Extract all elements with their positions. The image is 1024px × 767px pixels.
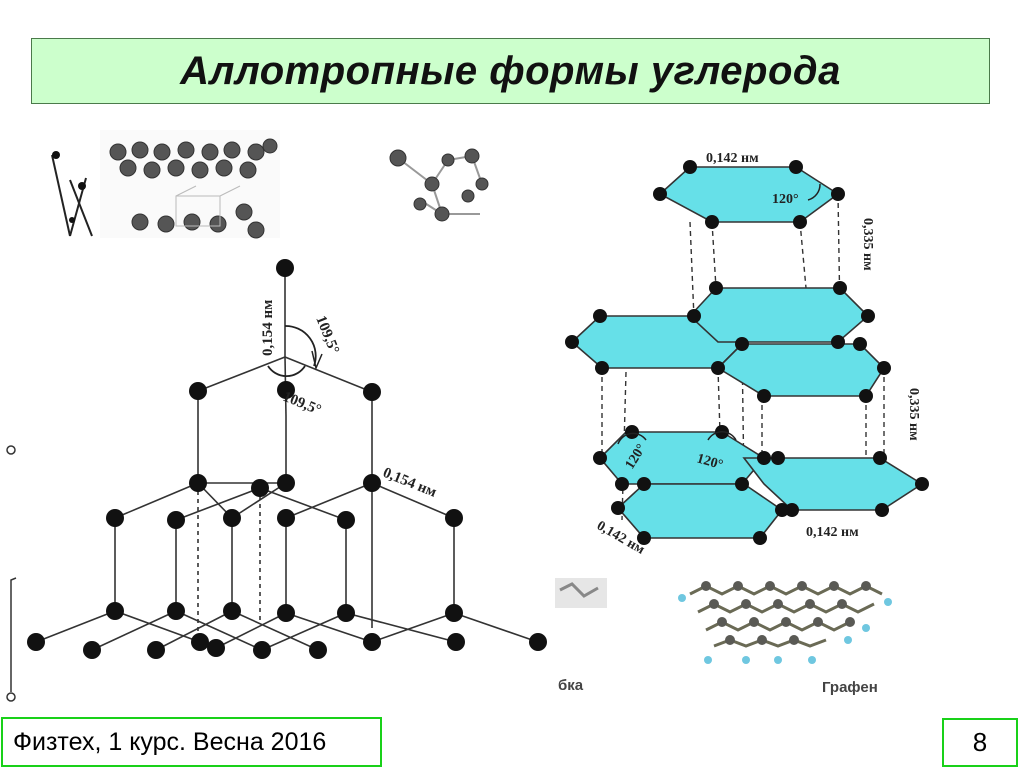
graphite-angle-top: 120° — [772, 192, 799, 207]
graphite-angle-mid: 120° — [695, 451, 725, 473]
graphite-bond-length-bottom-right: 0,142 нм — [806, 525, 859, 540]
nanotube-caption: бка — [558, 677, 584, 694]
graphite-interlayer-2: 0,335 нм — [906, 388, 921, 441]
slide-title: Аллотропные формы углерода — [180, 48, 841, 93]
nanotube-fragment-image: бка — [555, 578, 607, 694]
graphite-model-photo — [51, 130, 280, 239]
graphite-hex-mid-back — [688, 287, 870, 343]
graphite-hex-low-right — [742, 457, 924, 511]
graphene-image: Графен — [678, 581, 892, 696]
graphite-lattice: 0,142 нм 120° 0,335 нм 0,335 нм 120° 120… — [565, 151, 929, 558]
diamond-bond-length-label-side: 0,154 нм — [381, 465, 439, 501]
footer-box: Физтех, 1 курс. Весна 2016 — [1, 717, 382, 767]
diamond-angle-label-2: 109,5° — [281, 389, 324, 419]
graphite-interlayer-1: 0,335 нм — [860, 218, 875, 271]
footer-course-text: Физтех, 1 курс. Весна 2016 — [13, 727, 327, 756]
graphite-hex-bottom — [616, 483, 784, 539]
diamond-lattice: 0,154 нм 109,5° 109,5° 0,154 нм — [27, 259, 547, 659]
graphite-bond-length-top: 0,142 нм — [706, 151, 759, 166]
title-box: Аллотропные формы углерода — [31, 38, 990, 104]
graphene-caption: Графен — [822, 679, 878, 696]
left-edge-marks — [6, 445, 17, 702]
diamond-bond-length-label-top: 0,154 нм — [260, 300, 276, 356]
diamond-model-photo — [389, 148, 489, 222]
graphite-hex-top — [658, 166, 840, 223]
graphite-hex-mid-right — [716, 343, 886, 397]
page-number: 8 — [972, 727, 988, 757]
diamond-angle-label-1: 109,5° — [312, 314, 342, 357]
graphite-hex-low-left — [598, 431, 766, 485]
page-number-box: 8 — [942, 718, 1018, 767]
